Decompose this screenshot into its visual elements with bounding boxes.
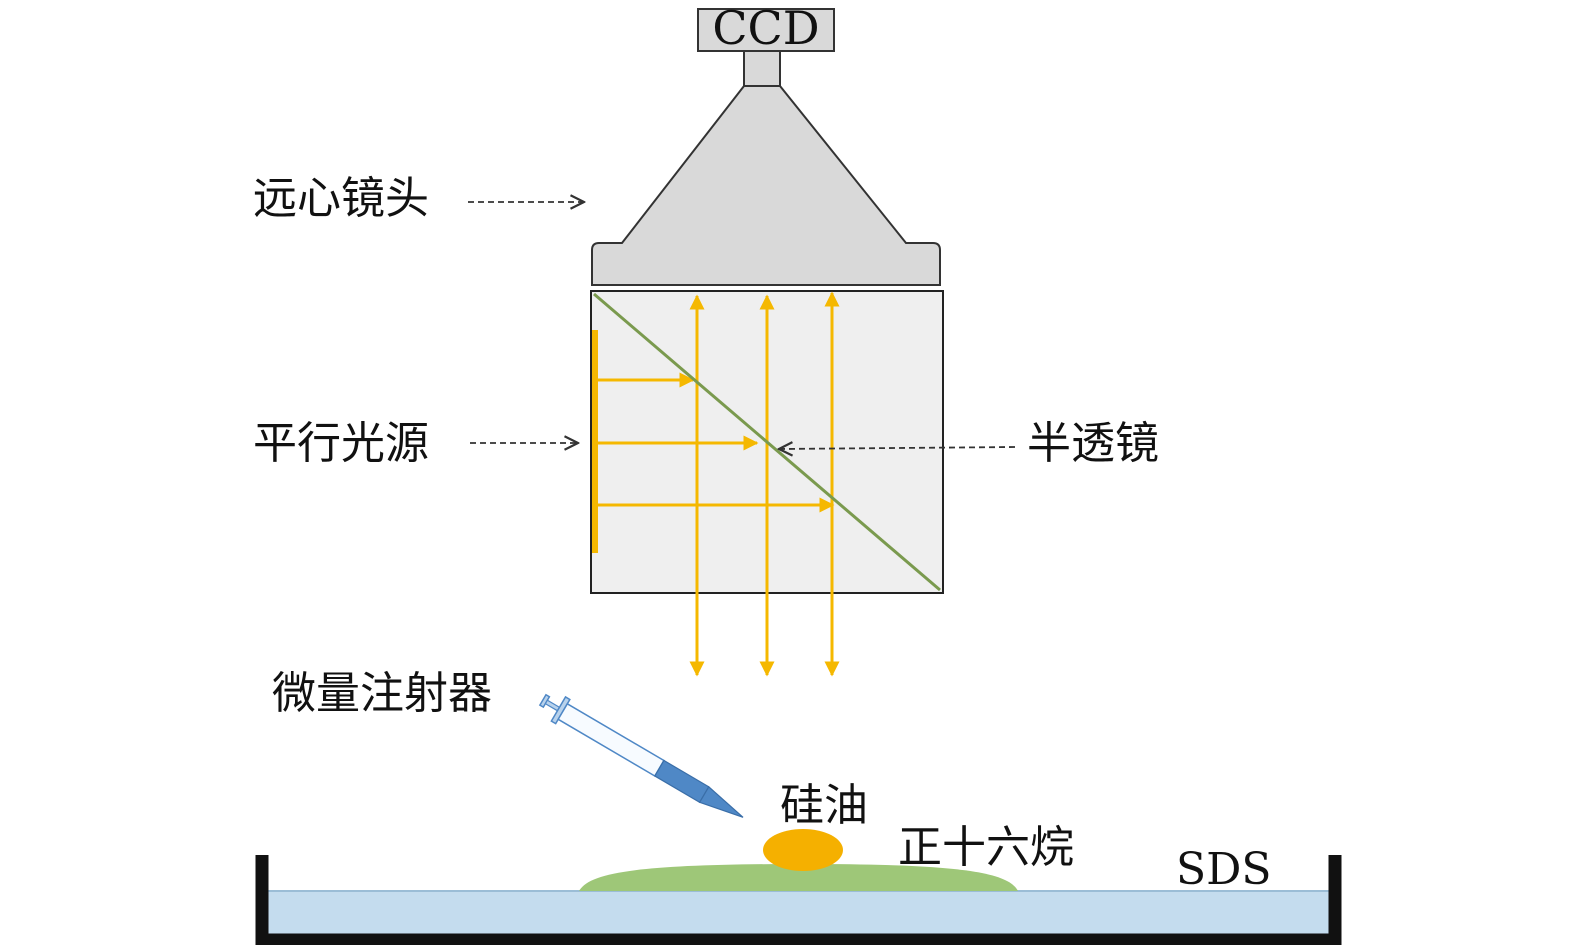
half-mirror-label: 半透镜	[1027, 418, 1159, 469]
ccd-camera: CCD	[697, 1, 835, 87]
vertical-beams	[689, 291, 840, 677]
container-walls	[255, 855, 1342, 945]
micro-syringe	[538, 693, 744, 818]
ccd-label: CCD	[712, 1, 819, 55]
horizontal-beams	[596, 372, 835, 513]
ccd-connector	[743, 50, 781, 87]
sds-solution	[262, 891, 1335, 938]
lens-housing	[591, 85, 941, 286]
telecentric-lens-label: 远心镜头	[253, 173, 429, 224]
silicone-oil-drop	[763, 829, 843, 871]
syringe-fluid	[653, 759, 710, 804]
telecentric-lens	[591, 85, 941, 286]
micro-syringe-label: 微量注射器	[272, 668, 492, 719]
sds-container	[255, 829, 1342, 945]
parallel-light-label: 平行光源	[253, 418, 429, 469]
label-arrows	[468, 202, 1016, 449]
syringe-barrel	[557, 702, 665, 778]
silicone-oil-label: 硅油	[780, 780, 868, 831]
ccd-body	[697, 8, 835, 52]
hexadecane-label: 正十六烷	[898, 822, 1074, 873]
half-mirror	[593, 292, 941, 592]
syringe-needle	[698, 785, 744, 818]
hexadecane-lens	[579, 864, 1018, 891]
syringe-plunger-rod	[544, 699, 561, 712]
sds-label: SDS	[1176, 844, 1272, 895]
